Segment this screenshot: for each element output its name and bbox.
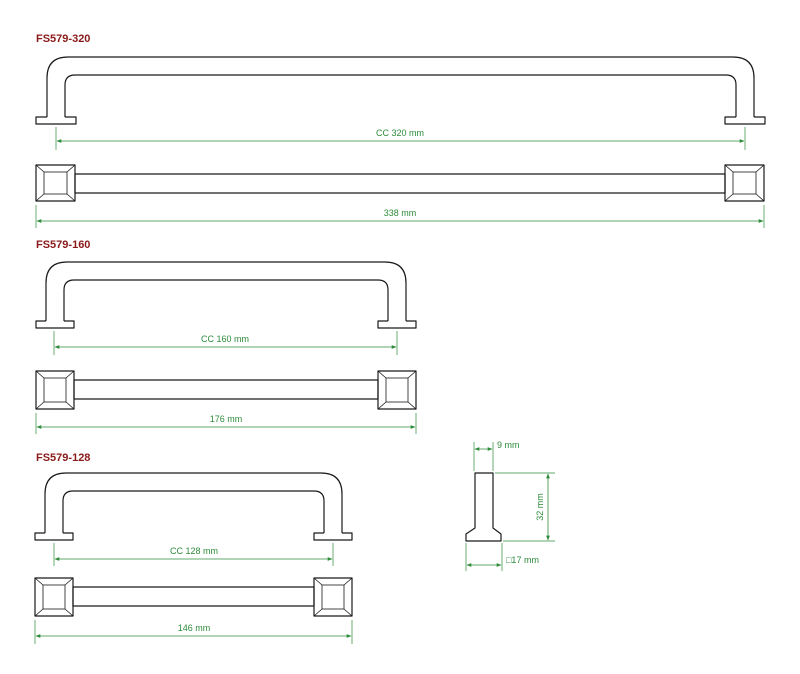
base-label: □17 mm [506,555,539,565]
front-view-320 [35,56,766,125]
front-view-128 [34,472,353,541]
side-profile [465,472,502,542]
product-code-fs579-128: FS579-128 [36,452,90,464]
length-label-160: 176 mm [210,414,243,424]
base-dimension: □17 mm [465,543,539,571]
height-label: 32 mm [535,493,545,521]
length-dimension-128: 146 mm [34,620,353,644]
length-dimension-320: 338 mm [35,205,765,228]
width-dimension: 9 mm [473,440,520,471]
handle-profile-160 [45,261,407,321]
handle-profile-128 [44,472,343,533]
handle-profile-320 [46,56,755,117]
product-fs579-320: FS579-320 CC 320 mm [35,33,766,228]
product-fs579-160: FS579-160 CC 160 mm [35,239,417,434]
left-foot-320 [35,116,77,125]
product-fs579-128: FS579-128 CC 128 mm [34,452,353,644]
right-foot-128 [313,532,353,541]
width-label: 9 mm [497,440,520,450]
left-foot-160 [35,320,75,329]
cc-label-128: CC 128 mm [170,546,218,556]
height-dimension: 32 mm [495,472,555,542]
left-foot-128 [34,532,74,541]
length-dimension-160: 176 mm [35,413,417,434]
length-label-320: 338 mm [384,208,417,218]
top-view-320 [35,164,765,202]
front-view-160 [35,261,417,329]
cc-label-320: CC 320 mm [376,128,424,138]
cc-dimension-320: CC 320 mm [55,127,746,150]
side-view: 9 mm 32 mm □17 mm [465,440,555,571]
product-code-fs579-160: FS579-160 [36,239,90,251]
length-label-128: 146 mm [178,623,211,633]
cc-dimension-128: CC 128 mm [53,543,334,566]
right-foot-160 [377,320,417,329]
cc-label-160: CC 160 mm [201,334,249,344]
product-code-fs579-320: FS579-320 [36,33,90,45]
right-foot-320 [724,116,766,125]
top-view-128 [34,577,353,617]
cc-dimension-160: CC 160 mm [53,331,398,355]
top-view-160 [35,370,417,410]
